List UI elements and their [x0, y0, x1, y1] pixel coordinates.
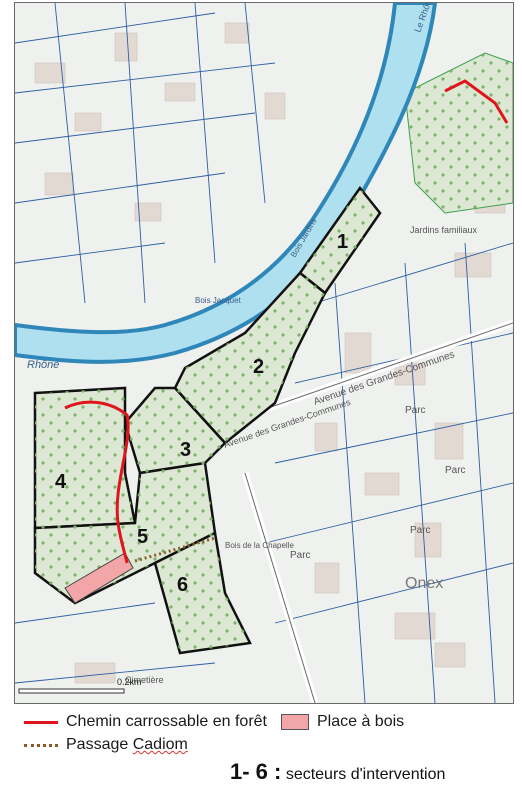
legend-sectors-text: secteurs d'intervention — [285, 766, 446, 783]
parc-label-4: Parc — [410, 525, 431, 536]
bank-label: Bois Jacquet — [195, 296, 242, 305]
chapelle-label: Bois de la Chapelle — [225, 541, 294, 550]
map-canvas[interactable]: Le Rhône Rhône Bois Jacquet Bois Jardins… — [15, 3, 513, 703]
legend-passage-row: Passage Cadiom — [24, 736, 188, 754]
map-frame: Le Rhône Rhône Bois Jacquet Bois Jardins… — [14, 2, 514, 704]
cemetery-label: Cimetière — [125, 675, 164, 685]
sector-6-label: 6 — [177, 574, 188, 596]
road-swatch — [24, 720, 58, 724]
scale-bar: 0.2km — [18, 677, 142, 694]
forest-road[interactable] — [64, 400, 130, 564]
onex-label: Onex — [405, 575, 443, 592]
gardens-label: Jardins familiaux — [410, 225, 478, 235]
legend-sectors: 1- 6 : secteurs d'intervention — [230, 759, 445, 785]
legend-sectors-range: 1- 6 : — [230, 759, 282, 784]
legend-passage-name: Cadiom — [132, 736, 188, 753]
street-network — [15, 3, 513, 703]
river-label-rhone: Rhône — [27, 359, 59, 371]
wood-place-area[interactable] — [64, 552, 134, 604]
legend-road-row: Chemin carrossable en forêt Place à bois — [24, 713, 404, 731]
parc-label-2: Parc — [445, 465, 466, 476]
parc-label-1: Parc — [405, 405, 426, 416]
wood-place-swatch — [280, 714, 309, 730]
sector-1-label: 1 — [337, 231, 348, 253]
north-road[interactable] — [444, 79, 509, 124]
sector-4-label: 4 — [55, 471, 67, 493]
sector-2-label: 2 — [253, 356, 264, 378]
sector-3-label: 3 — [180, 439, 191, 461]
scale-label: 0.2km — [117, 677, 142, 687]
passage-swatch — [24, 743, 58, 747]
sector-5-label: 5 — [137, 526, 148, 548]
avenue-label: Avenue des Grandes-Communes — [312, 349, 456, 408]
legend-road-label: Chemin carrossable en forêt — [66, 713, 267, 730]
cadiom-passage[interactable] — [134, 536, 216, 563]
parc-label-3: Parc — [290, 550, 311, 561]
legend-wood-place-label: Place à bois — [316, 713, 405, 730]
legend-passage-prefix: Passage — [66, 736, 133, 753]
rhone-river — [15, 3, 438, 364]
